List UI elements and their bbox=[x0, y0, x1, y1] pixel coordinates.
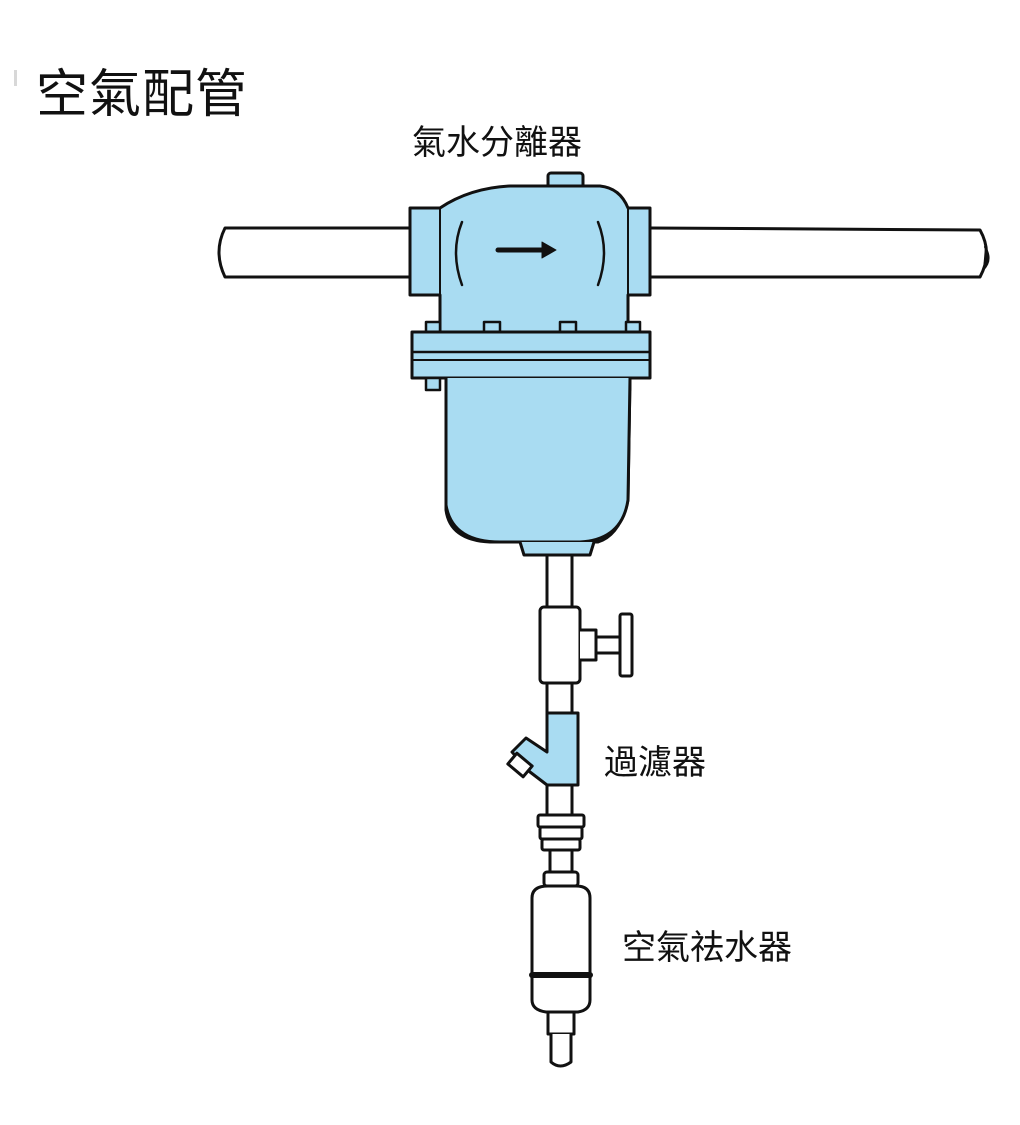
valve-stem-boss bbox=[578, 628, 598, 662]
y-strainer-cap bbox=[506, 751, 534, 779]
air-trap-discharge bbox=[549, 1032, 573, 1068]
union-fitting bbox=[536, 813, 586, 852]
valve-body bbox=[538, 605, 582, 685]
valve-stem bbox=[594, 635, 622, 655]
valve bbox=[538, 605, 634, 685]
valve-handwheel bbox=[618, 612, 634, 678]
y-strainer bbox=[506, 711, 580, 787]
separator-head bbox=[408, 171, 652, 334]
main-pipe bbox=[217, 226, 990, 279]
air-trap-outlet bbox=[546, 1010, 576, 1036]
page-title: 空氣配管 bbox=[36, 65, 249, 125]
separator-bowl-outline bbox=[444, 376, 632, 544]
separator-head-body bbox=[408, 184, 652, 334]
air-trap bbox=[529, 870, 593, 1068]
separator-label: 氣水分離器 bbox=[412, 123, 582, 163]
drain-pipe bbox=[545, 553, 574, 874]
separator-flange bbox=[410, 330, 652, 380]
title-mark bbox=[14, 70, 17, 86]
air-trap-inlet bbox=[542, 870, 580, 888]
filter-label: 過濾器 bbox=[604, 743, 706, 783]
flow-arrow-icon bbox=[495, 241, 557, 259]
air-trap-label: 空氣祛水器 bbox=[622, 928, 792, 968]
bowl-drain-boss bbox=[518, 540, 596, 557]
air-trap-body bbox=[530, 884, 592, 1014]
